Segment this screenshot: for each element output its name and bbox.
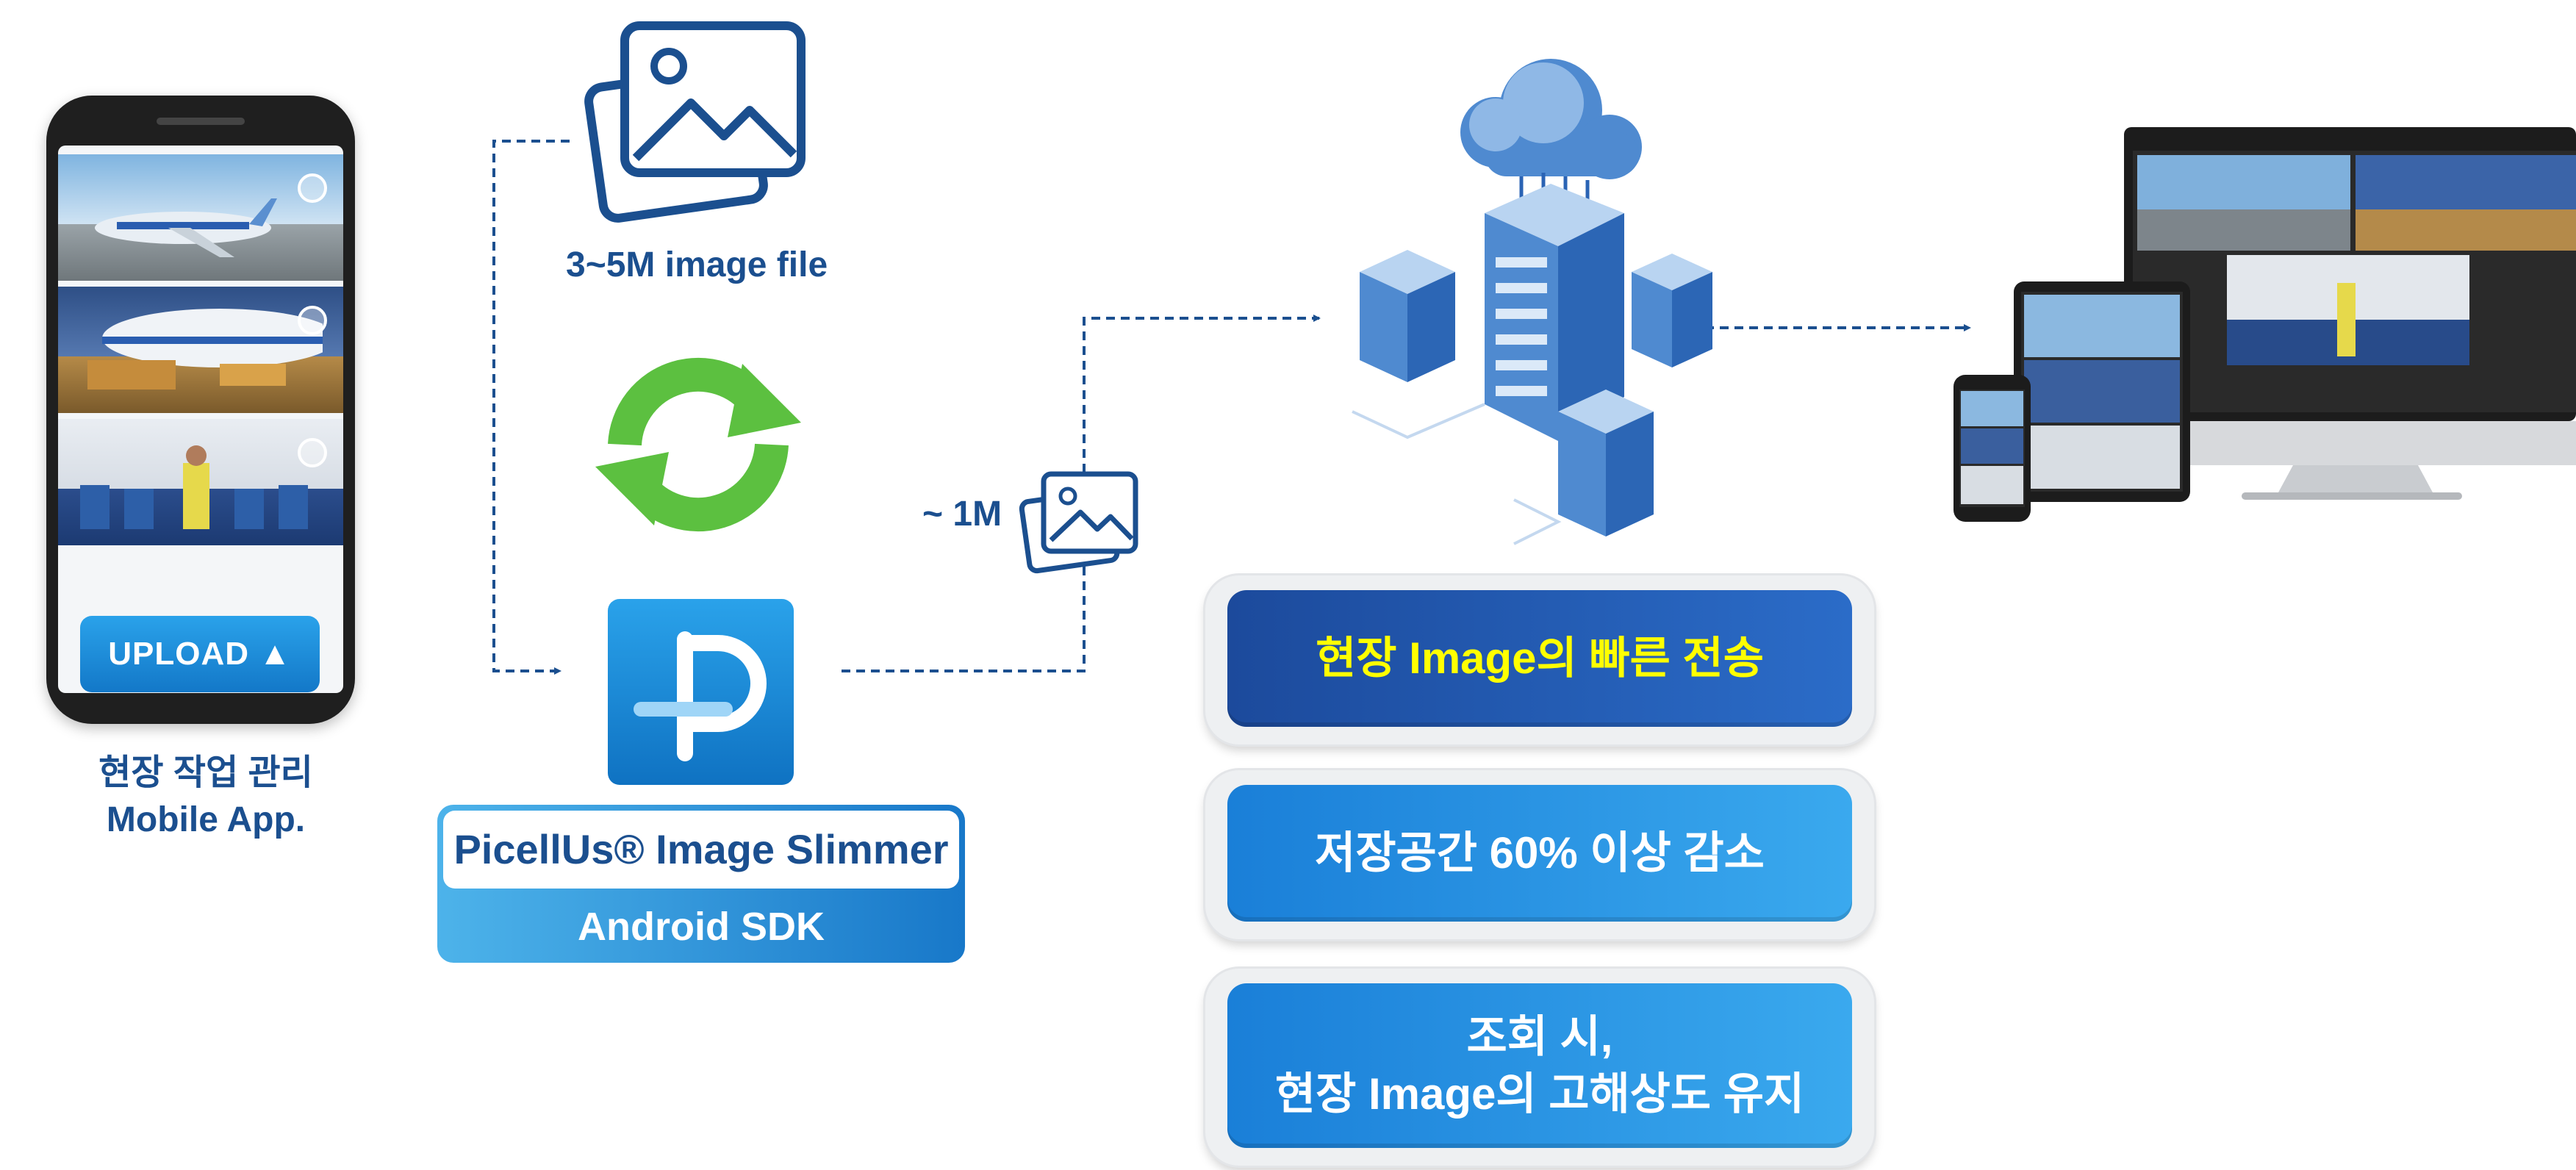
select-radio[interactable] xyxy=(298,173,327,203)
caption-line-2: Mobile App. xyxy=(106,800,306,839)
feature-3-text-line2: 현장 Image의 고해상도 유지 xyxy=(1274,1069,1805,1119)
original-size-label: 3~5M image file xyxy=(566,245,828,284)
feature-3-text-line1: 조회 시, xyxy=(1466,1012,1613,1061)
slim-size-label: ~ 1M xyxy=(922,495,1002,534)
picture-icon xyxy=(584,21,806,223)
refresh-icon xyxy=(595,357,801,532)
picellus-logo xyxy=(608,599,794,785)
feature-frame-2: 저장공간 60% 이상 감소 xyxy=(1205,770,1874,939)
phone-screen: UPLOAD ▲ xyxy=(58,146,343,693)
feature-2-text: 저장공간 60% 이상 감소 xyxy=(1315,828,1765,878)
sdk-info-box: PicellUs® Image Slimmer Android SDK xyxy=(437,805,965,963)
cabin-image xyxy=(80,445,308,529)
feature-high-resolution: 조회 시, 현장 Image의 고해상도 유지 xyxy=(1227,983,1852,1148)
multi-device-icon xyxy=(1953,127,2576,522)
caption-line-1: 현장 작업 관리 xyxy=(98,753,313,792)
feature-storage-reduction: 저장공간 60% 이상 감소 xyxy=(1227,785,1852,922)
connector-phone-to-sdk xyxy=(492,140,570,675)
sdk-name: PicellUs® Image Slimmer xyxy=(443,811,959,889)
feature-fast-transfer: 현장 Image의 빠른 전송 xyxy=(1227,590,1852,727)
cargo-plane-image xyxy=(87,309,323,390)
picture-icon-small xyxy=(1019,471,1138,574)
mobile-phone: UPLOAD ▲ xyxy=(46,96,355,724)
feature-frame-3: 조회 시, 현장 Image의 고해상도 유지 xyxy=(1205,969,1874,1166)
cloud-server-icon xyxy=(1352,59,1712,545)
photo-item-cabin[interactable] xyxy=(58,419,343,545)
feature-1-text: 현장 Image의 빠른 전송 xyxy=(1316,634,1764,683)
airplane-image xyxy=(95,198,277,257)
phone-caption: 현장 작업 관리 Mobile App. xyxy=(44,750,367,844)
feature-frame-1: 현장 Image의 빠른 전송 xyxy=(1205,575,1874,744)
upload-button[interactable]: UPLOAD ▲ xyxy=(80,616,320,692)
photo-item-airplane-gate[interactable] xyxy=(58,154,343,281)
sdk-platform: Android SDK xyxy=(578,905,825,949)
phone-speaker xyxy=(157,118,245,125)
select-radio[interactable] xyxy=(298,438,327,467)
select-radio[interactable] xyxy=(298,306,327,335)
photo-item-cargo-loading[interactable] xyxy=(58,287,343,413)
